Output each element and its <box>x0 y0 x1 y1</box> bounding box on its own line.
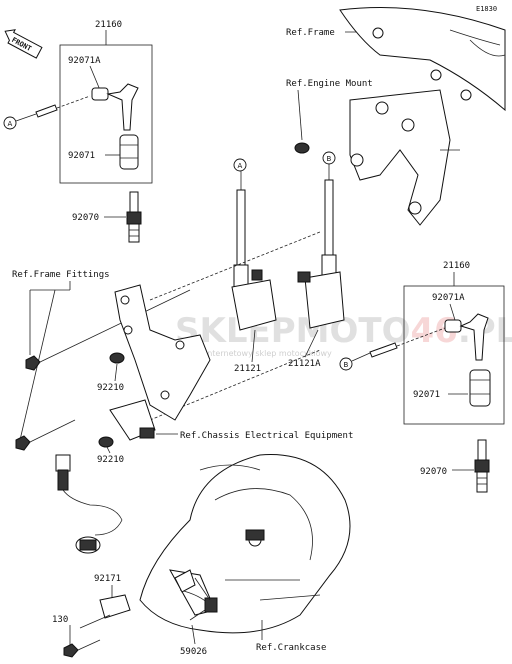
ref-engine-mount-label: Ref.Engine Mount <box>286 79 373 89</box>
grommet-92210-b <box>98 436 114 448</box>
sensor-59026 <box>174 569 218 621</box>
coil-bracket <box>114 284 211 421</box>
bolt-130 <box>63 643 79 658</box>
clamp-part <box>109 399 156 441</box>
svg-text:B: B <box>327 155 332 163</box>
frame-outline <box>339 7 506 112</box>
bolt-lower <box>15 419 76 451</box>
front-arrow-icon: FRONT <box>4 29 43 59</box>
label-92071a-right: 92071A <box>432 293 465 303</box>
svg-text:B: B <box>344 361 349 369</box>
watermark-prefix: SKLEPMOTO <box>175 311 410 351</box>
ref-crankcase-label: Ref.Crankcase <box>256 643 326 653</box>
diagram-code: E1830 <box>476 5 497 13</box>
crankcase-outline <box>139 454 351 634</box>
svg-text:A: A <box>238 162 243 170</box>
tag-b-right <box>339 357 353 371</box>
label-130: 130 <box>52 615 68 625</box>
watermark-sub: internetowy sklep motocyklowy <box>205 349 332 358</box>
plug-cap-top <box>91 83 139 170</box>
label-92071-top: 92071 <box>68 151 95 161</box>
ref-chassis-electrical-label: Ref.Chassis Electrical Equipment <box>180 431 353 441</box>
svg-text:A: A <box>8 120 13 128</box>
sensor-92171 <box>55 454 123 554</box>
label-21121a: 21121A <box>288 359 321 369</box>
label-92070-right: 92070 <box>420 467 447 477</box>
ref-frame-label: Ref.Frame <box>286 28 335 38</box>
tag-a-top <box>233 158 247 172</box>
label-21160-top: 21160 <box>95 20 122 30</box>
ref-frame-fittings-label: Ref.Frame Fittings <box>12 270 110 280</box>
bolt-upper <box>25 289 191 371</box>
label-92210-a: 92210 <box>97 383 124 393</box>
ignition-coil-21121a <box>297 164 345 329</box>
spark-plug-top <box>126 191 142 243</box>
sensor-bracket <box>79 594 131 629</box>
engine-mount-bracket <box>294 89 460 226</box>
label-92171: 92171 <box>94 574 121 584</box>
grommet-92210-a <box>109 352 125 364</box>
label-21160-right: 21160 <box>443 261 470 271</box>
label-59026: 59026 <box>180 647 207 657</box>
tag-a-left <box>3 116 17 130</box>
label-92071a-top: 92071A <box>68 56 101 66</box>
label-92070-top: 92070 <box>72 213 99 223</box>
label-21121: 21121 <box>234 364 261 374</box>
label-92210-b: 92210 <box>97 455 124 465</box>
ignition-coil-21121 <box>231 171 277 331</box>
label-92071-right: 92071 <box>413 390 440 400</box>
spark-plug-right <box>474 439 490 493</box>
plug-cap-right <box>444 313 491 407</box>
